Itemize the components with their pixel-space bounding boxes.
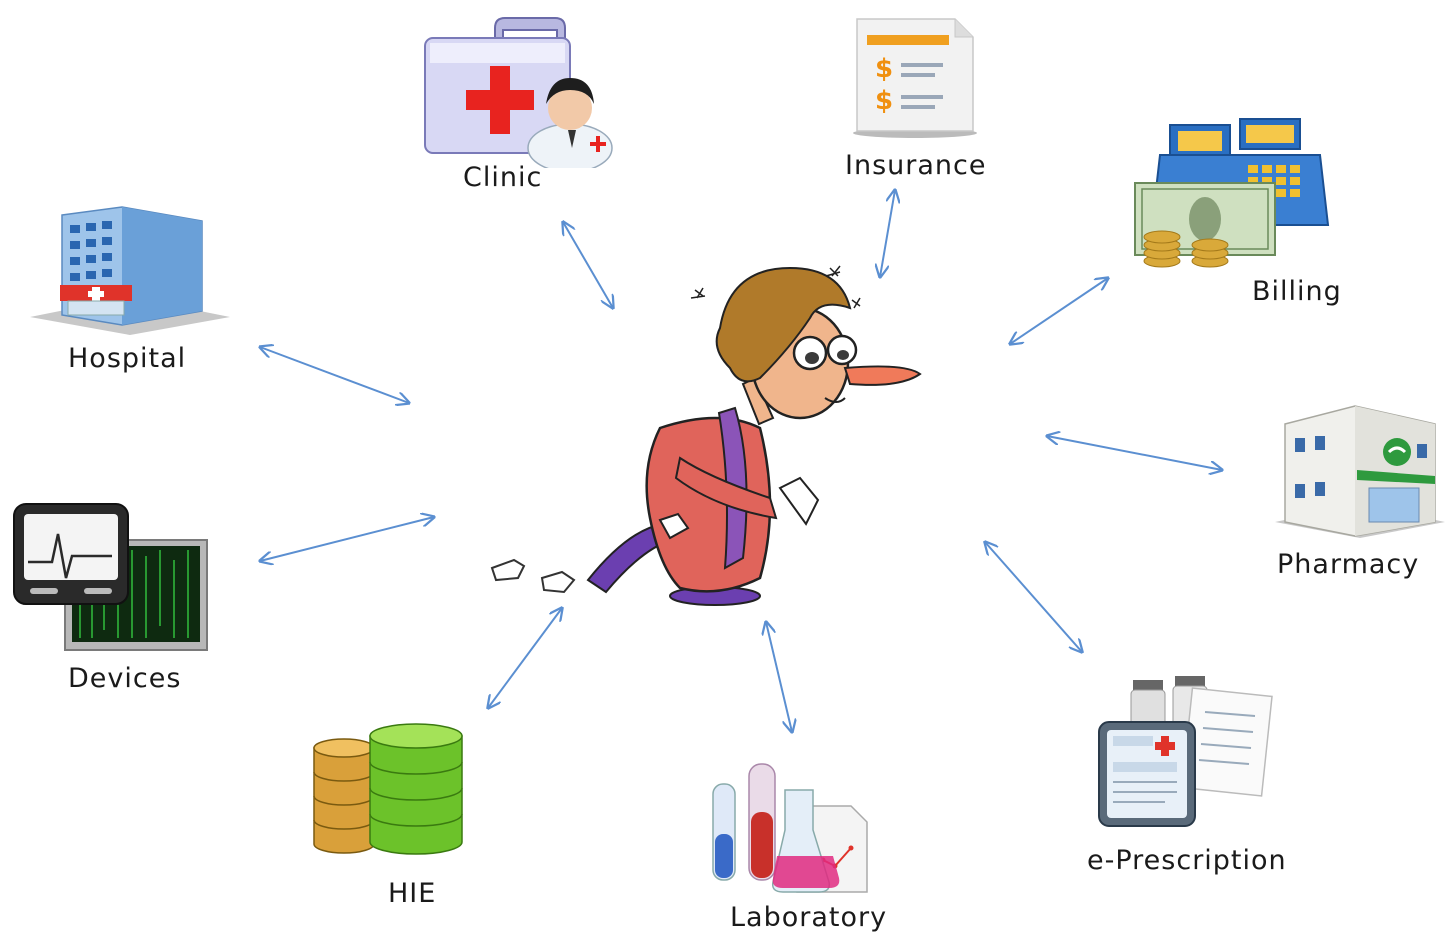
arrow-laboratory [766, 622, 792, 732]
monitor-device-icon [10, 500, 210, 655]
hospital-building-icon [30, 205, 230, 335]
devices-label: Devices [68, 663, 182, 694]
clinic-label: Clinic [463, 162, 543, 193]
medical-kit-doctor-icon [420, 8, 620, 173]
eprescription-label: e-Prescription [1087, 845, 1287, 876]
arrow-hie [488, 608, 562, 708]
pharmacy-label: Pharmacy [1277, 549, 1420, 580]
insurance-document-icon: $ $ [845, 15, 985, 140]
billing-label: Billing [1252, 276, 1342, 307]
svg-text:$: $ [875, 54, 893, 84]
arrow-billing [1010, 278, 1108, 344]
hospital-label: Hospital [68, 343, 187, 374]
svg-text:$: $ [875, 86, 893, 116]
arrow-insurance [880, 190, 895, 277]
cash-register-money-icon [1130, 105, 1330, 275]
laboratory-label: Laboratory [730, 902, 888, 933]
insurance-label: Insurance [845, 150, 987, 181]
arrow-hospital [260, 347, 409, 403]
arrow-clinic [563, 222, 613, 308]
arrow-pharmacy [1047, 436, 1222, 470]
prescription-icon [1095, 672, 1275, 832]
pharmacy-building-icon [1275, 400, 1445, 540]
arrow-eprescription [985, 542, 1082, 652]
sick-patient-illustration [480, 258, 930, 608]
database-icon [310, 722, 470, 862]
test-tubes-icon [705, 760, 875, 900]
hie-label: HIE [388, 878, 437, 909]
arrow-devices [260, 517, 434, 561]
